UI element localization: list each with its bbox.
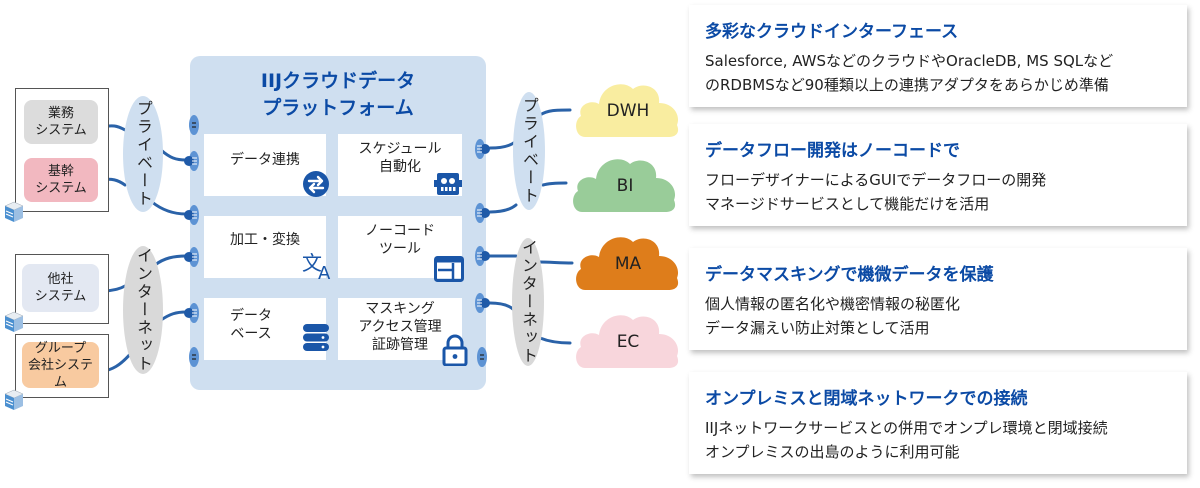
svg-text:A: A	[318, 263, 331, 280]
server-icon	[4, 389, 24, 410]
cloud-ec: EC	[573, 306, 683, 371]
plug-icon	[184, 303, 199, 323]
function-masking: マスキング アクセス管理 証跡管理	[338, 298, 462, 360]
function-label: データ ベース	[230, 308, 272, 342]
wire-internet-platform-2	[159, 310, 188, 322]
function-label: ノーコード ツール	[365, 223, 435, 257]
wire-platform-private-r2	[488, 203, 518, 214]
svg-text:文: 文	[302, 251, 322, 275]
cloud-ma: MA	[573, 228, 683, 293]
feature-description: 個人情報の匿名化や機密情報の秘匿化 データ漏えい防止対策として活用	[705, 295, 961, 337]
plug-icon	[475, 246, 490, 266]
wire-internet-ec	[538, 336, 572, 345]
feature-card: オンプレミスと閉域ネットワークでの接続 IIJネットワークサービスとの併用でオン…	[689, 372, 1187, 474]
feature-card: データフロー開発はノーコードで フローデザイナーによるGUIでデータフローの開発…	[689, 124, 1187, 226]
feature-title: 多彩なクラウドインターフェース	[705, 22, 959, 42]
feature-title: データマスキングで機微データを保護	[705, 265, 994, 285]
robot-icon	[434, 173, 462, 195]
translate-icon: 文 A	[302, 251, 331, 280]
cloud-label: BI	[616, 175, 634, 196]
feature-title: データフロー開発はノーコードで	[705, 141, 960, 161]
port-icon	[189, 347, 199, 367]
cloud-bi: BI	[570, 150, 680, 215]
lock-icon	[442, 334, 468, 366]
feature-title: オンプレミスと閉域ネットワークでの接続	[705, 389, 1028, 409]
network-private-right: プライベート	[513, 92, 545, 210]
system-tasha: 他社 システム	[22, 264, 99, 312]
wire-internet-platform-1	[153, 254, 188, 267]
feature-description: IIJネットワークサービスとの併用でオンプレ環境と閉域接続 オンプレミスの出島の…	[705, 419, 1108, 461]
plug-icon	[184, 247, 199, 267]
plug-icon	[475, 203, 490, 223]
wire-private-bi	[541, 181, 568, 187]
iij-cloud-data-platform: IIJクラウドデータ プラットフォーム データ連携 スケジュール 自動化 加工・…	[190, 56, 486, 390]
network-internet-label: インターネット	[134, 247, 153, 373]
feature-card: データマスキングで機微データを保護 個人情報の匿名化や機密情報の秘匿化 データ漏…	[689, 248, 1187, 350]
network-private-label: プライベート	[134, 100, 153, 208]
function-data-integration: データ連携	[204, 134, 326, 196]
sync-arrows-icon	[303, 171, 329, 197]
system-group: グループ 会社システム	[22, 341, 99, 390]
wire-private-platform-1	[159, 148, 188, 162]
feature-description: Salesforce, AWSなどのクラウドやOracleDB, MS SQLな…	[705, 52, 1114, 94]
function-label: データ連携	[230, 152, 300, 168]
database-icon	[303, 324, 329, 351]
plug-icon	[184, 205, 199, 225]
plug-icon	[475, 139, 490, 159]
system-gyomu: 業務 システム	[24, 100, 98, 144]
network-private-label: プライベート	[520, 97, 539, 205]
port-icon	[189, 115, 199, 135]
server-icon	[4, 311, 24, 332]
system-kikan: 基幹 システム	[24, 158, 98, 202]
cloud-label: EC	[616, 331, 640, 352]
plug-icon	[184, 151, 199, 171]
cloud-label: DWH	[606, 100, 650, 121]
feature-card: 多彩なクラウドインターフェース Salesforce, AWSなどのクラウドやO…	[689, 5, 1187, 107]
plug-icon	[475, 293, 490, 313]
network-internet-label: インターネット	[519, 239, 538, 365]
cloud-label: MA	[614, 253, 642, 274]
network-internet-right: インターネット	[512, 238, 544, 366]
function-transform: 加工・変換	[204, 216, 326, 278]
cloud-dwh: DWH	[573, 75, 683, 140]
feature-description: フローデザイナーによるGUIでデータフローの開発 マネージドサービスとして機能だ…	[705, 171, 1047, 213]
function-label: マスキング アクセス管理 証跡管理	[358, 301, 442, 353]
function-no-code: ノーコード ツール	[338, 216, 462, 278]
network-internet-left: インターネット	[123, 246, 163, 374]
function-label: 加工・変換	[230, 232, 300, 248]
function-label: スケジュール 自動化	[358, 141, 442, 175]
network-private-left: プライベート	[123, 96, 163, 212]
port-icon	[477, 347, 487, 367]
wire-private-dwh	[538, 108, 572, 117]
wire-internet-ma	[538, 260, 574, 265]
platform-title: IIJクラウドデータ プラットフォーム	[260, 70, 416, 119]
layout-window-icon	[434, 256, 464, 282]
wire-private-platform-2	[150, 200, 188, 216]
server-icon	[4, 201, 24, 222]
